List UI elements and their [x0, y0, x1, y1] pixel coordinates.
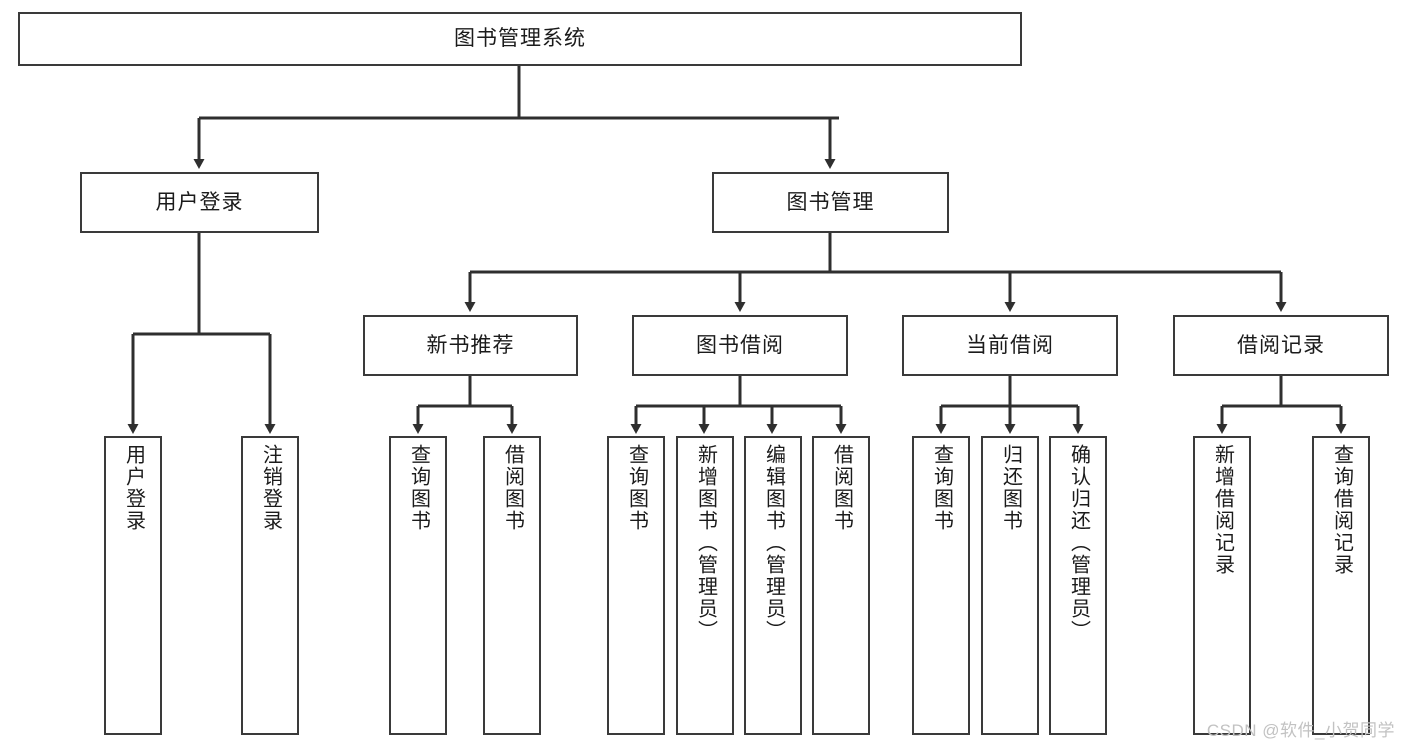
- node-label: 用户登录: [155, 190, 244, 214]
- leaf-current-borrow-query-book[interactable]: 查询图书: [912, 436, 970, 735]
- node-label: 新增图书（管理员）: [694, 444, 717, 642]
- node-label: 借阅图书: [830, 444, 853, 532]
- node-label: 图书借阅: [696, 333, 784, 357]
- node-borrow-record[interactable]: 借阅记录: [1173, 315, 1389, 376]
- leaf-book-borrow-query-book[interactable]: 查询图书: [607, 436, 665, 735]
- node-label: 归还图书: [999, 444, 1022, 532]
- node-label: 确认归还（管理员）: [1067, 444, 1090, 642]
- node-book-borrow[interactable]: 图书借阅: [632, 315, 848, 376]
- node-label: 查询图书: [407, 444, 430, 532]
- node-label: 查询借阅记录: [1330, 444, 1353, 576]
- node-label: 新增借阅记录: [1211, 444, 1234, 576]
- node-label: 借阅图书: [501, 444, 524, 532]
- node-root-book-management-system[interactable]: 图书管理系统: [18, 12, 1022, 66]
- node-label: 编辑图书（管理员）: [762, 444, 785, 642]
- node-user-login[interactable]: 用户登录: [80, 172, 319, 233]
- node-label: 用户登录: [122, 444, 145, 532]
- leaf-book-borrow-edit-book-admin[interactable]: 编辑图书（管理员）: [744, 436, 802, 735]
- node-current-borrow[interactable]: 当前借阅: [902, 315, 1118, 376]
- node-label: 新书推荐: [426, 333, 515, 357]
- node-label: 借阅记录: [1237, 333, 1325, 357]
- leaf-book-borrow-add-book-admin[interactable]: 新增图书（管理员）: [676, 436, 734, 735]
- node-label: 查询图书: [625, 444, 648, 532]
- node-new-book-recommend[interactable]: 新书推荐: [363, 315, 578, 376]
- watermark: CSDN @软件_小贺同学: [1206, 721, 1395, 740]
- leaf-book-borrow-borrow-book[interactable]: 借阅图书: [812, 436, 870, 735]
- leaf-user-login-logout[interactable]: 注销登录: [241, 436, 299, 735]
- node-label: 图书管理: [786, 190, 875, 214]
- leaf-current-borrow-confirm-return-admin[interactable]: 确认归还（管理员）: [1049, 436, 1107, 735]
- node-label: 注销登录: [259, 444, 282, 532]
- node-label: 图书管理系统: [454, 27, 586, 51]
- node-label: 当前借阅: [966, 333, 1054, 357]
- leaf-new-book-query-book[interactable]: 查询图书: [389, 436, 447, 735]
- leaf-borrow-record-query-record[interactable]: 查询借阅记录: [1312, 436, 1370, 735]
- leaf-current-borrow-return-book[interactable]: 归还图书: [981, 436, 1039, 735]
- node-book-management[interactable]: 图书管理: [712, 172, 949, 233]
- leaf-user-login-login[interactable]: 用户登录: [104, 436, 162, 735]
- leaf-new-book-borrow-book[interactable]: 借阅图书: [483, 436, 541, 735]
- node-label: 查询图书: [930, 444, 953, 532]
- leaf-borrow-record-add-record[interactable]: 新增借阅记录: [1193, 436, 1251, 735]
